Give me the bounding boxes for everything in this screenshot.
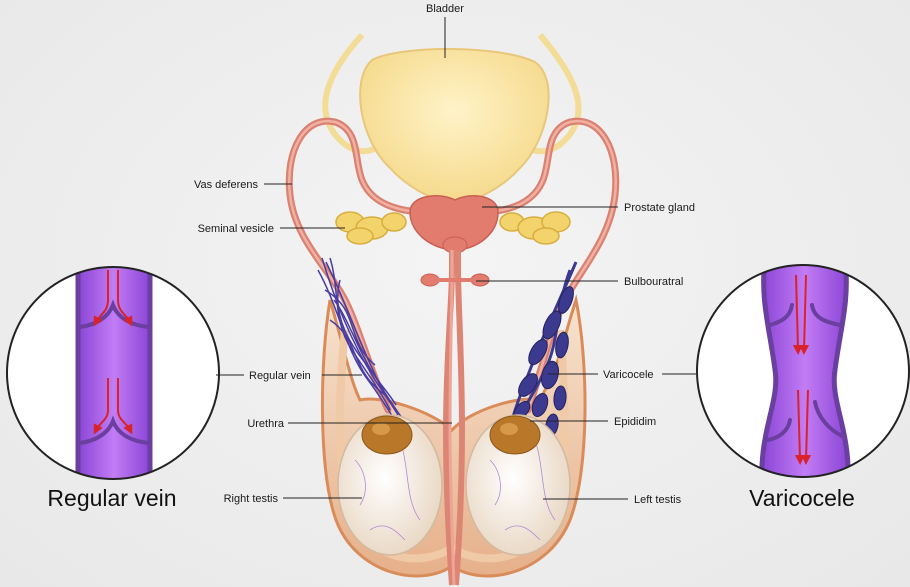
label-regular-vein: Regular vein (249, 370, 311, 382)
label-left-testis: Left testis (634, 494, 682, 506)
caption-varicocele: Varicocele (749, 485, 855, 511)
seminal-vesicles (335, 211, 571, 245)
caption-regular-vein: Regular vein (47, 485, 176, 511)
label-vas-deferens: Vas deferens (194, 179, 259, 191)
label-seminal-vesicle: Seminal vesicle (198, 223, 274, 235)
regular-vein-inset (6, 266, 220, 480)
pampiniform-plexus (317, 257, 403, 421)
left-epididymis (489, 415, 541, 455)
prostate (409, 195, 499, 254)
right-testis-shape (337, 414, 443, 556)
varicocele-inset (696, 264, 910, 478)
bulbourethral-glands (420, 273, 490, 287)
label-prostate-gland: Prostate gland (624, 202, 695, 214)
bladder-shape (359, 48, 550, 207)
leader-lines (216, 17, 696, 500)
right-epididymis (361, 415, 413, 455)
label-epididim: Epididim (614, 416, 656, 428)
label-bulbouratral: Bulbouratral (624, 276, 683, 288)
left-testis-shape (465, 414, 571, 556)
label-varicocele: Varicocele (603, 369, 654, 381)
label-bladder: Bladder (426, 3, 464, 15)
label-right-testis: Right testis (224, 493, 279, 505)
label-urethra: Urethra (247, 418, 285, 430)
